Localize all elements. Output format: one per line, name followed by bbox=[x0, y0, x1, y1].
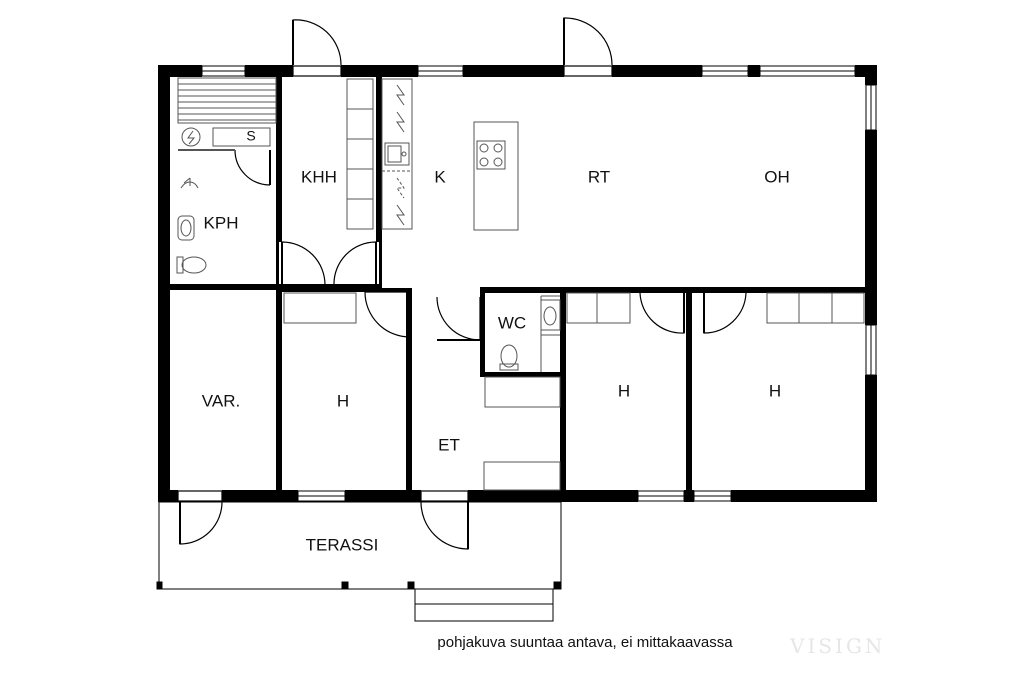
terrace bbox=[156, 501, 562, 622]
outer-walls bbox=[158, 65, 877, 502]
room-label-et: ET bbox=[438, 435, 460, 454]
windows bbox=[201, 65, 877, 502]
watermark-logo: VISIGN bbox=[790, 634, 886, 658]
interior-walls bbox=[170, 77, 865, 490]
sauna-stove-label: S bbox=[246, 128, 255, 144]
room-label-h1: H bbox=[337, 391, 349, 410]
room-label-rt: RT bbox=[588, 167, 610, 186]
room-label-var: VAR. bbox=[202, 391, 240, 410]
fixtures bbox=[176, 77, 865, 491]
room-label-h2: H bbox=[618, 381, 630, 400]
plan-caption: pohjakuva suuntaa antava, ei mittakaavas… bbox=[437, 634, 733, 651]
room-label-kph: KPH bbox=[204, 213, 239, 232]
room-label-terassi: TERASSI bbox=[306, 535, 379, 554]
doors bbox=[177, 17, 747, 550]
room-label-oh: OH bbox=[764, 167, 790, 186]
room-label-wc: WC bbox=[498, 313, 526, 332]
room-label-k: K bbox=[434, 167, 446, 186]
room-label-h3: H bbox=[769, 381, 781, 400]
room-label-khh: KHH bbox=[301, 167, 337, 186]
